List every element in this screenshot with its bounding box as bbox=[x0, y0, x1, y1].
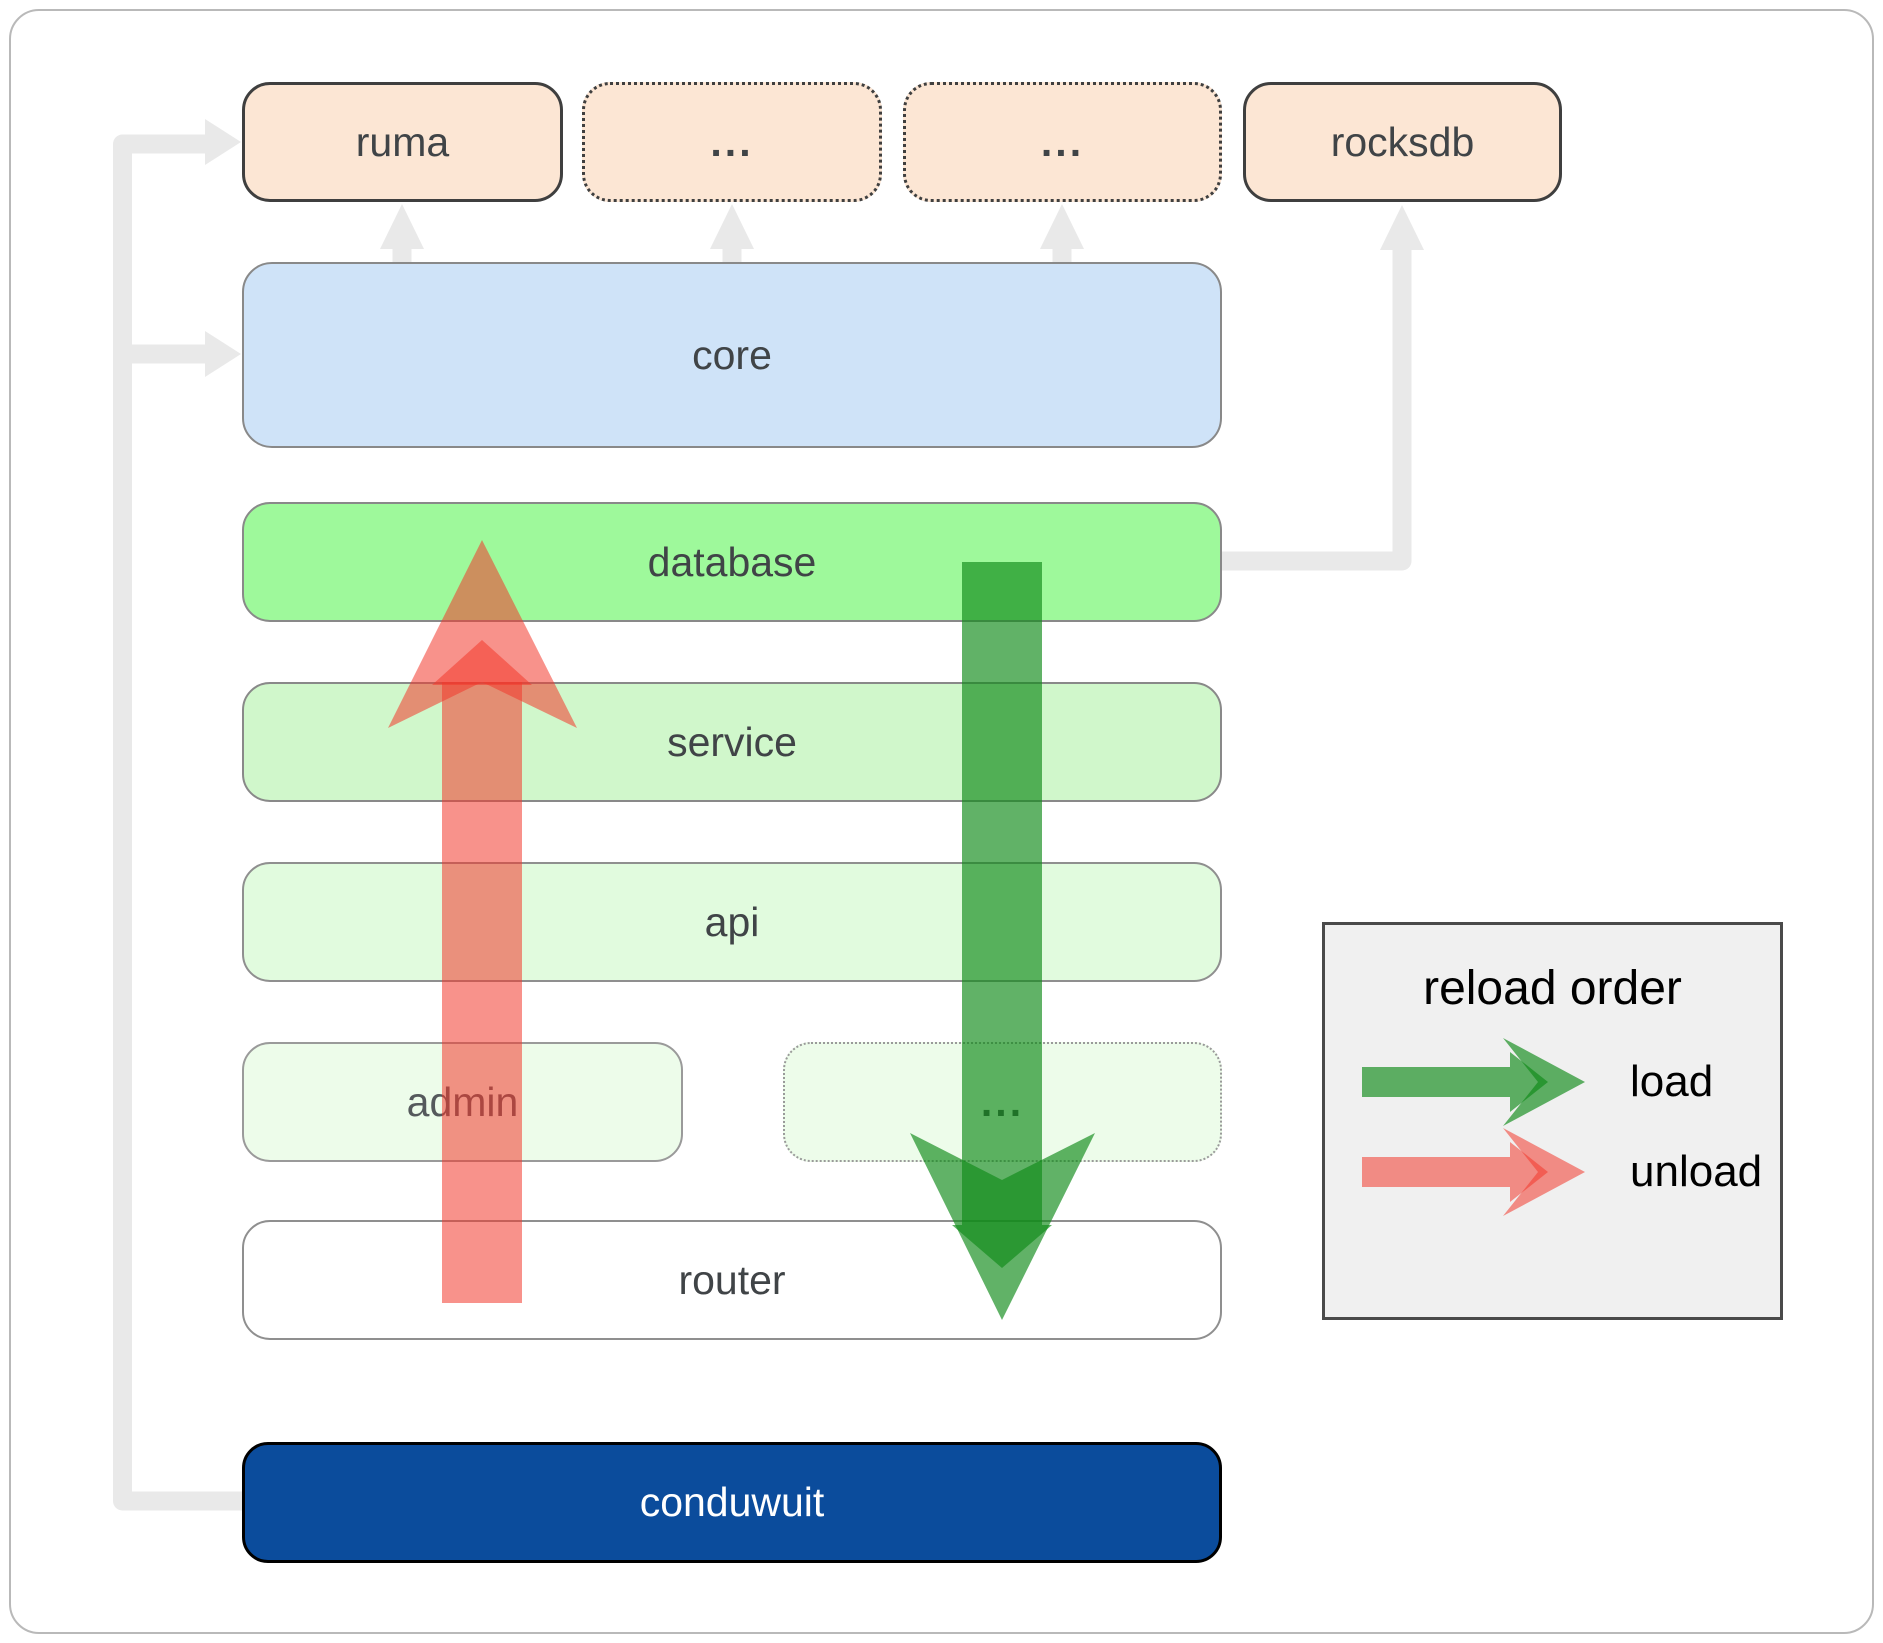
arrowhead-core-to-dots1 bbox=[710, 204, 754, 249]
box-core: core bbox=[242, 262, 1222, 448]
box-ellipsis-top-2: ... bbox=[903, 82, 1222, 202]
box-api: api bbox=[242, 862, 1222, 982]
arrowhead-into-ruma bbox=[205, 119, 241, 165]
box-database-label: database bbox=[647, 538, 817, 585]
box-router: router bbox=[242, 1220, 1222, 1340]
box-service: service bbox=[242, 682, 1222, 802]
box-ellipsis-top-2-label: ... bbox=[1040, 118, 1085, 165]
box-admin-label: admin bbox=[406, 1078, 519, 1125]
arrowhead-into-core bbox=[205, 331, 241, 377]
outer-frame bbox=[9, 9, 1874, 1634]
legend-title: reload order bbox=[1423, 962, 1682, 1015]
legend-load-label: load bbox=[1630, 1057, 1714, 1106]
box-core-label: core bbox=[692, 331, 772, 378]
box-rocksdb-label: rocksdb bbox=[1330, 118, 1475, 165]
box-ellipsis-bottom: ... bbox=[783, 1042, 1222, 1162]
connector-conduwuit-to-top bbox=[113, 134, 242, 1511]
legend-unload-label: unload bbox=[1630, 1147, 1763, 1196]
box-ellipsis-bottom-label: ... bbox=[980, 1078, 1025, 1125]
box-rocksdb: rocksdb bbox=[1243, 82, 1562, 202]
connector-database-to-rocksdb bbox=[1222, 250, 1412, 571]
box-ellipsis-top-1: ... bbox=[582, 82, 882, 202]
box-router-label: router bbox=[678, 1256, 786, 1303]
box-ellipsis-top-1-label: ... bbox=[710, 118, 754, 165]
arrowhead-core-to-dots2 bbox=[1040, 204, 1084, 249]
legend-reload-order: reload order load unload bbox=[1322, 922, 1783, 1320]
arrowhead-core-to-ruma bbox=[380, 204, 424, 249]
box-ruma-label: ruma bbox=[355, 118, 450, 165]
arrowhead-into-rocksdb bbox=[1380, 205, 1424, 250]
box-conduwuit-label: conduwuit bbox=[639, 1479, 825, 1525]
box-ruma: ruma bbox=[242, 82, 563, 202]
box-api-label: api bbox=[704, 898, 760, 945]
box-admin: admin bbox=[242, 1042, 683, 1162]
box-database: database bbox=[242, 502, 1222, 622]
box-conduwuit: conduwuit bbox=[242, 1442, 1222, 1563]
box-service-label: service bbox=[667, 718, 797, 765]
